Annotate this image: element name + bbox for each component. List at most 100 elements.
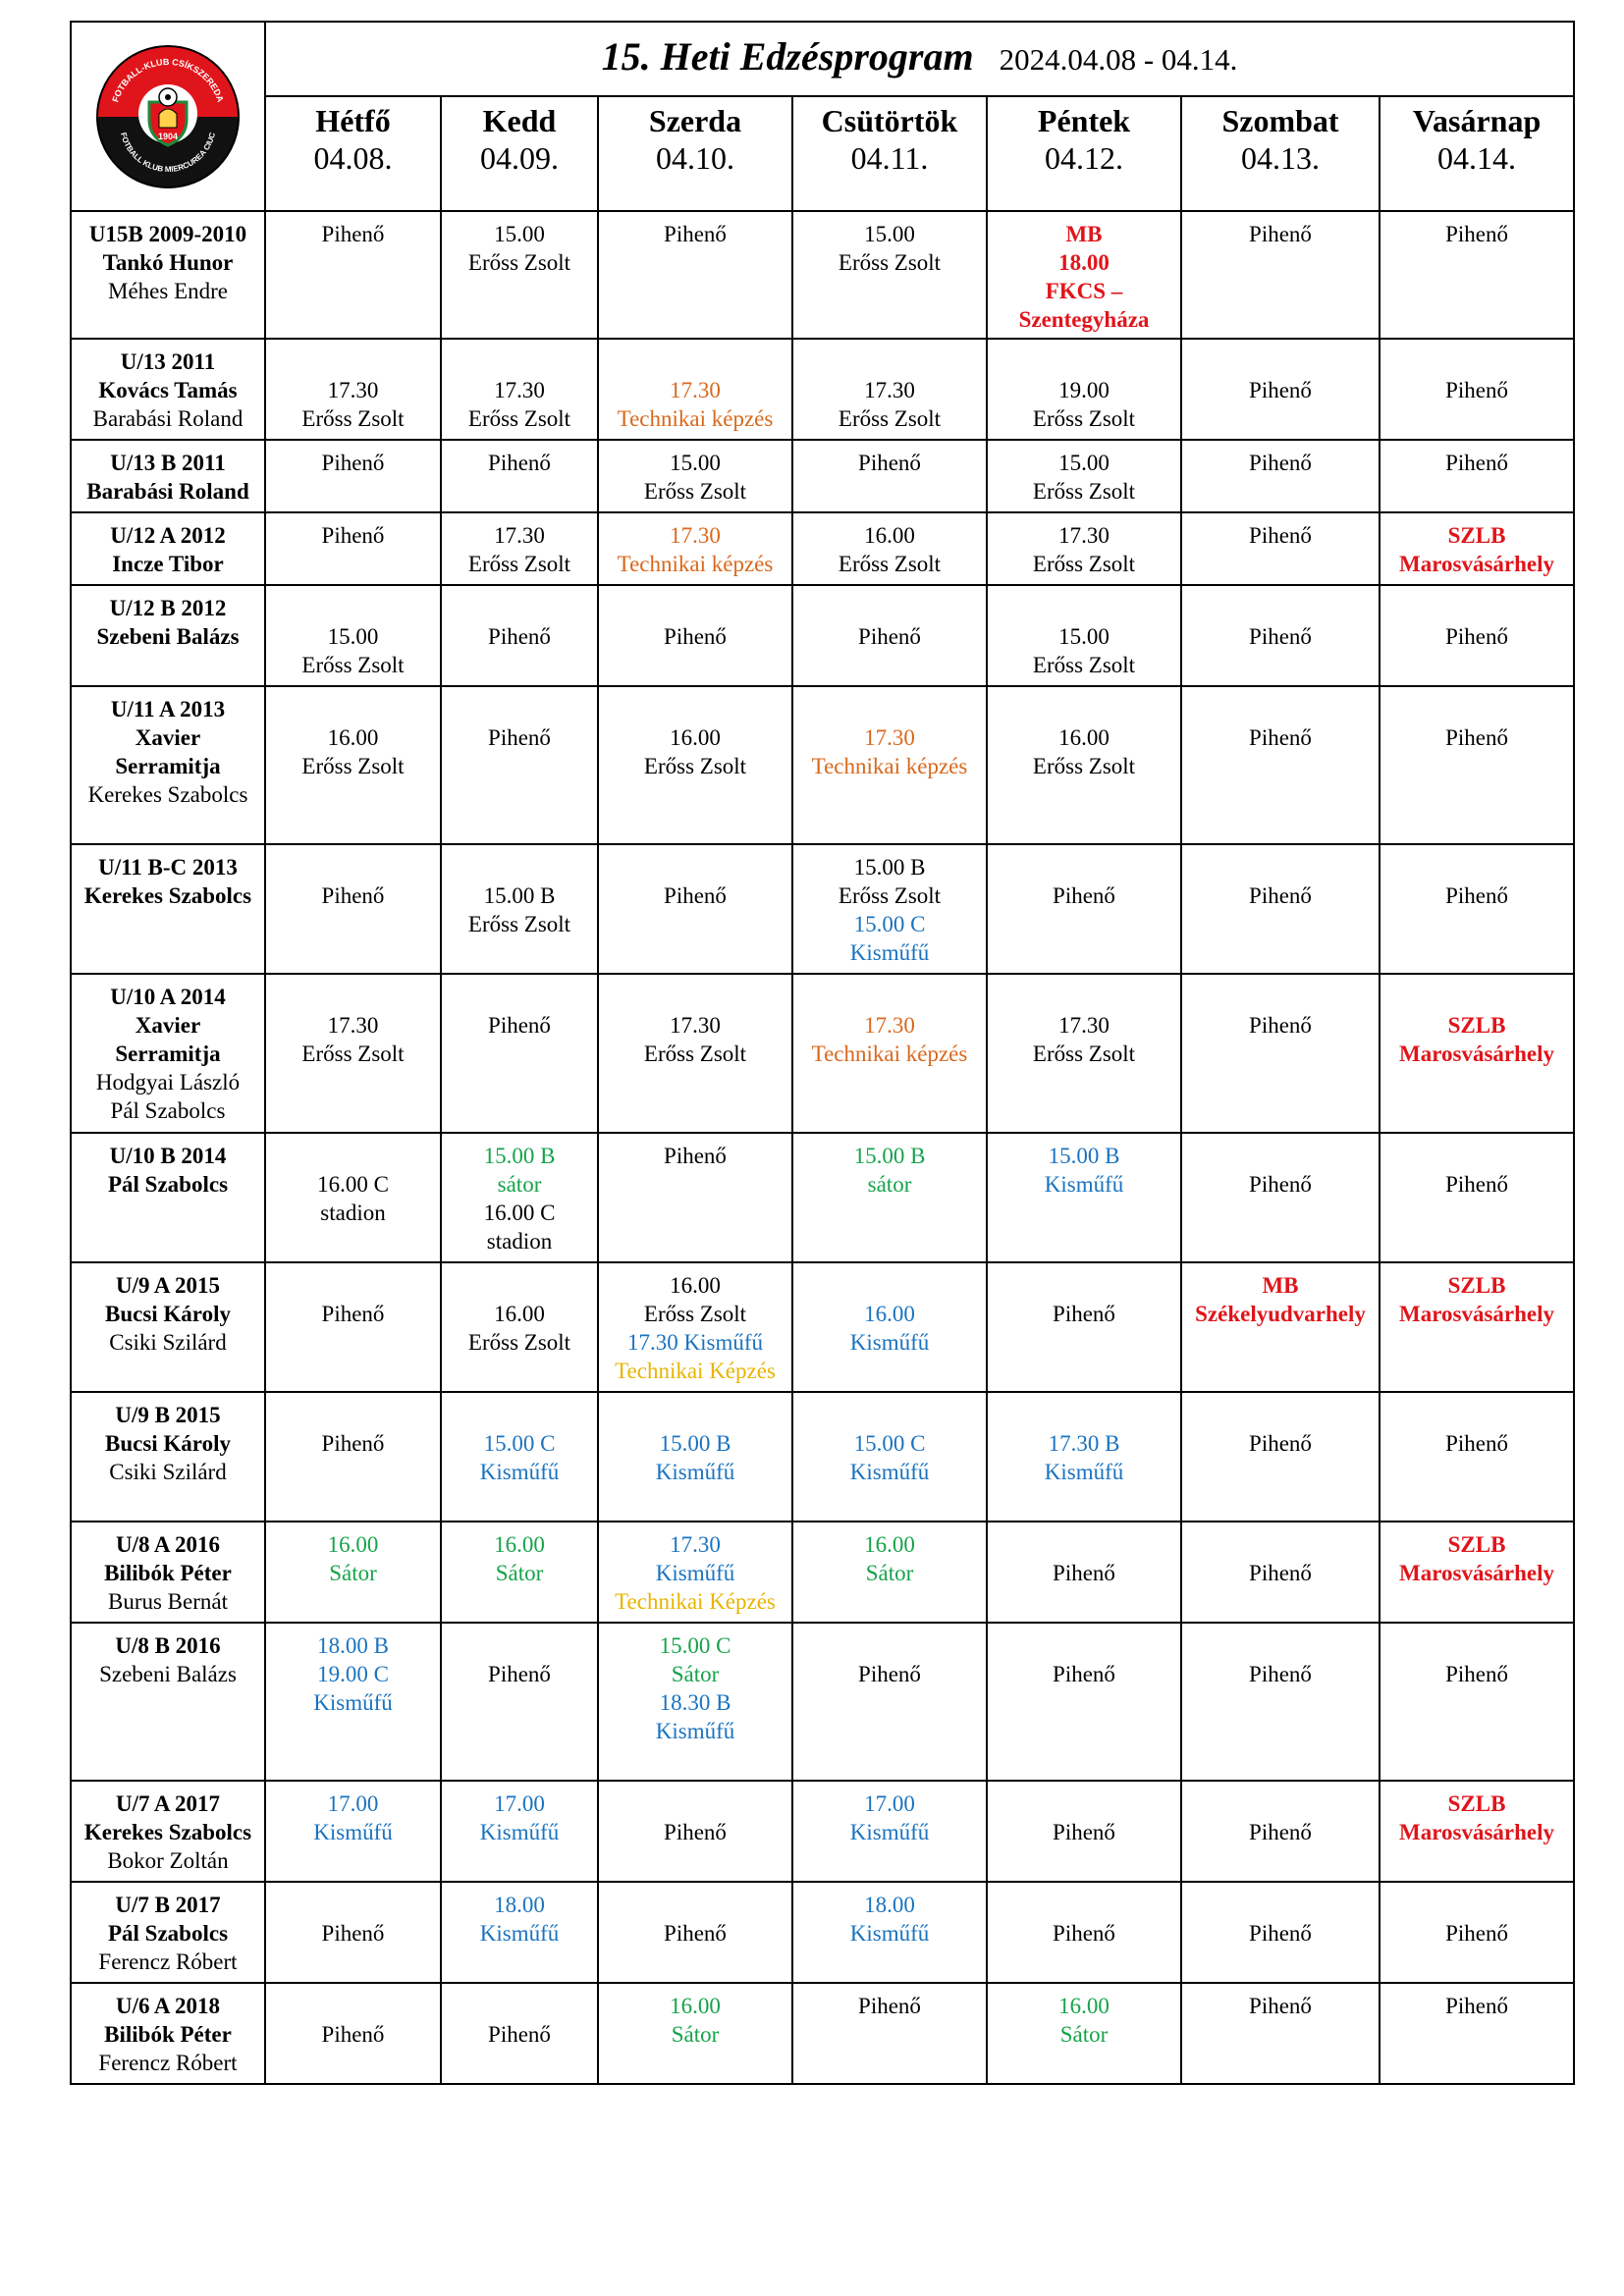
team-name: U/12 B 2012 [109, 596, 227, 620]
session-line: Pihenő [1445, 1994, 1508, 2018]
session-line: Pihenő [1445, 222, 1508, 246]
coach-name: Pál Szabolcs [107, 1921, 229, 1946]
session-line: Erőss Zsolt [301, 653, 405, 677]
schedule-cell: Pihenő [597, 1881, 793, 1984]
session-line: Pihenő [1249, 1172, 1312, 1197]
coach-name: Serramitja [115, 754, 221, 778]
coach-name: Szebeni Balázs [99, 1662, 237, 1686]
session-line: Pihenő [1053, 1921, 1115, 1946]
session-line: MB [1262, 1273, 1299, 1298]
schedule-cell: Pihenő [597, 1132, 793, 1263]
session-line: 15.00 B [483, 883, 556, 908]
team-name: U/10 A 2014 [110, 985, 226, 1009]
coach-name: Bokor Zoltán [107, 1848, 229, 1873]
session-line: Pihenő [488, 2022, 551, 2047]
session-line: 18.00 B [317, 1633, 389, 1658]
session-line: Technikai Képzés [615, 1589, 776, 1614]
coach-name: Pál Szabolcs [110, 1098, 226, 1123]
schedule-cell: Pihenő [1378, 1391, 1576, 1522]
session-line: 16.00 [494, 1532, 545, 1557]
session-line: 17.30 [864, 725, 915, 750]
schedule-cell: Pihenő [986, 1881, 1182, 1984]
session-line: Kisműfű [849, 1460, 930, 1484]
session-line: Pihenő [488, 624, 551, 649]
logo-cell: FOTBALL-KLUB CSÍKSZEREDA FOTBALL KLUB MI… [70, 21, 266, 212]
session-line: Erőss Zsolt [1032, 1041, 1136, 1066]
coach-name: Ferencz Róbert [98, 2051, 238, 2075]
session-line: Pihenő [858, 1662, 921, 1686]
session-line: Pihenő [664, 624, 727, 649]
session-line: Pihenő [1053, 1302, 1115, 1326]
session-line: Pihenő [1445, 1172, 1508, 1197]
session-line: Pihenő [321, 2022, 385, 2047]
session-line: Pihenő [1445, 725, 1508, 750]
session-line: Kisműfű [479, 1460, 560, 1484]
schedule-cell: Pihenő [264, 511, 442, 586]
session-line: Marosvásárhely [1399, 1041, 1555, 1066]
session-line: 17.30 [327, 1013, 379, 1038]
session-line: Pihenő [1249, 1820, 1312, 1844]
day-name: Hétfő [315, 103, 391, 138]
schedule-cell: Pihenő [1180, 1881, 1380, 1984]
coach-name: Barabási Roland [86, 479, 249, 504]
session-line: Kisműfű [479, 1921, 560, 1946]
session-line: Sátor [495, 1561, 544, 1585]
session-line: SZLB [1447, 523, 1506, 548]
session-line: 17.30 [494, 378, 545, 402]
schedule-cell: Pihenő [1180, 1391, 1380, 1522]
session-line: Pihenő [1249, 624, 1312, 649]
schedule-cell: Pihenő [440, 439, 599, 513]
session-line: Pihenő [664, 222, 727, 246]
session-line: 17.30 [670, 523, 721, 548]
session-line: Kisműfű [1044, 1172, 1124, 1197]
schedule-cell: Pihenő [1378, 210, 1576, 340]
schedule-cell: Pihenő [264, 1982, 442, 2085]
session-line: Pihenő [488, 1013, 551, 1038]
session-line: sátor [867, 1172, 912, 1197]
coach-name: Méhes Endre [108, 279, 228, 303]
session-line: 15.00 B [853, 855, 926, 880]
date-range: 2024.04.08 - 04.14. [999, 41, 1238, 77]
coach-name: Serramitja [115, 1041, 221, 1066]
session-line: 15.00 [864, 222, 915, 246]
schedule-cell: Pihenő [1378, 1132, 1576, 1263]
schedule-cell: Pihenő [986, 1780, 1182, 1883]
schedule-cell: Pihenő [1180, 843, 1380, 975]
session-line: 16.00 [864, 1302, 915, 1326]
schedule-cell: Pihenő [986, 1261, 1182, 1393]
session-line: Erőss Zsolt [1032, 653, 1136, 677]
schedule-cell: Pihenő [1180, 973, 1380, 1134]
day-date: 04.12. [1045, 140, 1123, 176]
coach-name: Ferencz Róbert [98, 1949, 238, 1974]
session-line: Pihenő [321, 1302, 385, 1326]
team-name: U/13 B 2011 [110, 451, 226, 475]
schedule-cell: Pihenő [1378, 338, 1576, 441]
coach-name: Bilibók Péter [104, 2022, 232, 2047]
schedule-table: FOTBALL-KLUB CSÍKSZEREDA FOTBALL KLUB MI… [70, 21, 1576, 2085]
session-line: Pihenő [1249, 451, 1312, 475]
session-line: sátor [497, 1172, 542, 1197]
session-line: Technikai képzés [811, 1041, 968, 1066]
